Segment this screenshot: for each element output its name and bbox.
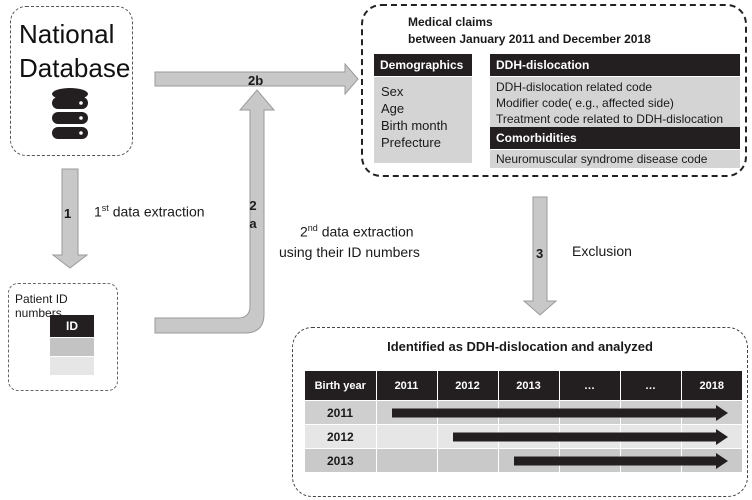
patient-ids-title: Patient ID numbers bbox=[15, 292, 68, 320]
id-header: ID bbox=[50, 315, 94, 337]
arrow-2a bbox=[154, 89, 276, 334]
national-database-title-line2: Database bbox=[19, 53, 131, 83]
national-database-title: National Database bbox=[19, 17, 131, 85]
column-header: 2012 bbox=[436, 371, 498, 401]
column-header: 2013 bbox=[497, 371, 559, 401]
table-header-row: Birth year 2011 2012 2013 … … 2018 bbox=[305, 371, 742, 401]
arrow-1 bbox=[51, 168, 89, 269]
row-label: 2013 bbox=[305, 448, 376, 472]
demographics-panel: Sex Age Birth month Prefecture bbox=[374, 77, 472, 163]
column-header: … bbox=[619, 371, 681, 401]
column-header: 2011 bbox=[375, 371, 437, 401]
ddh-item: Treatment code related to DDH-dislocatio… bbox=[496, 112, 723, 126]
comorbidities-item: Neuromuscular syndrome disease code bbox=[496, 152, 708, 166]
id-row bbox=[50, 338, 94, 356]
column-header: Birth year bbox=[305, 371, 376, 401]
step-2a-number: 2 a bbox=[249, 198, 257, 231]
row-label: 2012 bbox=[305, 424, 376, 449]
comorbidities-panel: Neuromuscular syndrome disease code bbox=[490, 150, 740, 168]
cohort-arrow-2011 bbox=[392, 405, 728, 421]
step-1-number: 1 bbox=[64, 206, 72, 221]
arrow-2b bbox=[154, 62, 359, 96]
step-2b-number: 2b bbox=[248, 73, 264, 88]
ddh-header: DDH-dislocation bbox=[490, 54, 740, 76]
demographics-item: Age bbox=[381, 101, 405, 116]
demographics-item: Birth month bbox=[381, 118, 448, 133]
medical-claims-box: Medical claims between January 2011 and … bbox=[361, 4, 747, 177]
step-1-label: 1st data extraction bbox=[94, 203, 205, 220]
demographics-item: Prefecture bbox=[381, 135, 441, 150]
arrow-3 bbox=[522, 196, 558, 316]
cohort-arrow-2012 bbox=[453, 429, 728, 445]
step-2a-label: 2nd data extraction using their ID numbe… bbox=[279, 223, 420, 260]
demographics-item: Sex bbox=[381, 84, 404, 99]
step-3-number: 3 bbox=[536, 246, 544, 261]
ddh-item: Modifier code( e.g., affected side) bbox=[496, 96, 674, 110]
ddh-item: DDH-dislocation related code bbox=[496, 80, 653, 94]
id-row bbox=[50, 357, 94, 375]
ddh-panel: DDH-dislocation related code Modifier co… bbox=[490, 77, 740, 127]
cohort-arrow-2013 bbox=[514, 453, 728, 469]
national-database-box: National Database bbox=[10, 6, 133, 156]
database-icon bbox=[52, 88, 88, 139]
demographics-header: Demographics bbox=[374, 54, 472, 76]
analyzed-title: Identified as DDH-dislocation and analyz… bbox=[387, 339, 653, 354]
patient-ids-box: Patient ID numbers ID bbox=[8, 283, 118, 391]
medical-claims-title: Medical claims between January 2011 and … bbox=[408, 15, 651, 46]
step-3-label: Exclusion bbox=[572, 243, 632, 259]
analyzed-box: Identified as DDH-dislocation and analyz… bbox=[292, 327, 748, 497]
column-header: … bbox=[558, 371, 620, 401]
national-database-title-line1: National bbox=[19, 19, 115, 49]
comorbidities-header: Comorbidities bbox=[490, 127, 740, 149]
row-label: 2011 bbox=[305, 400, 376, 425]
column-header: 2018 bbox=[680, 371, 742, 401]
